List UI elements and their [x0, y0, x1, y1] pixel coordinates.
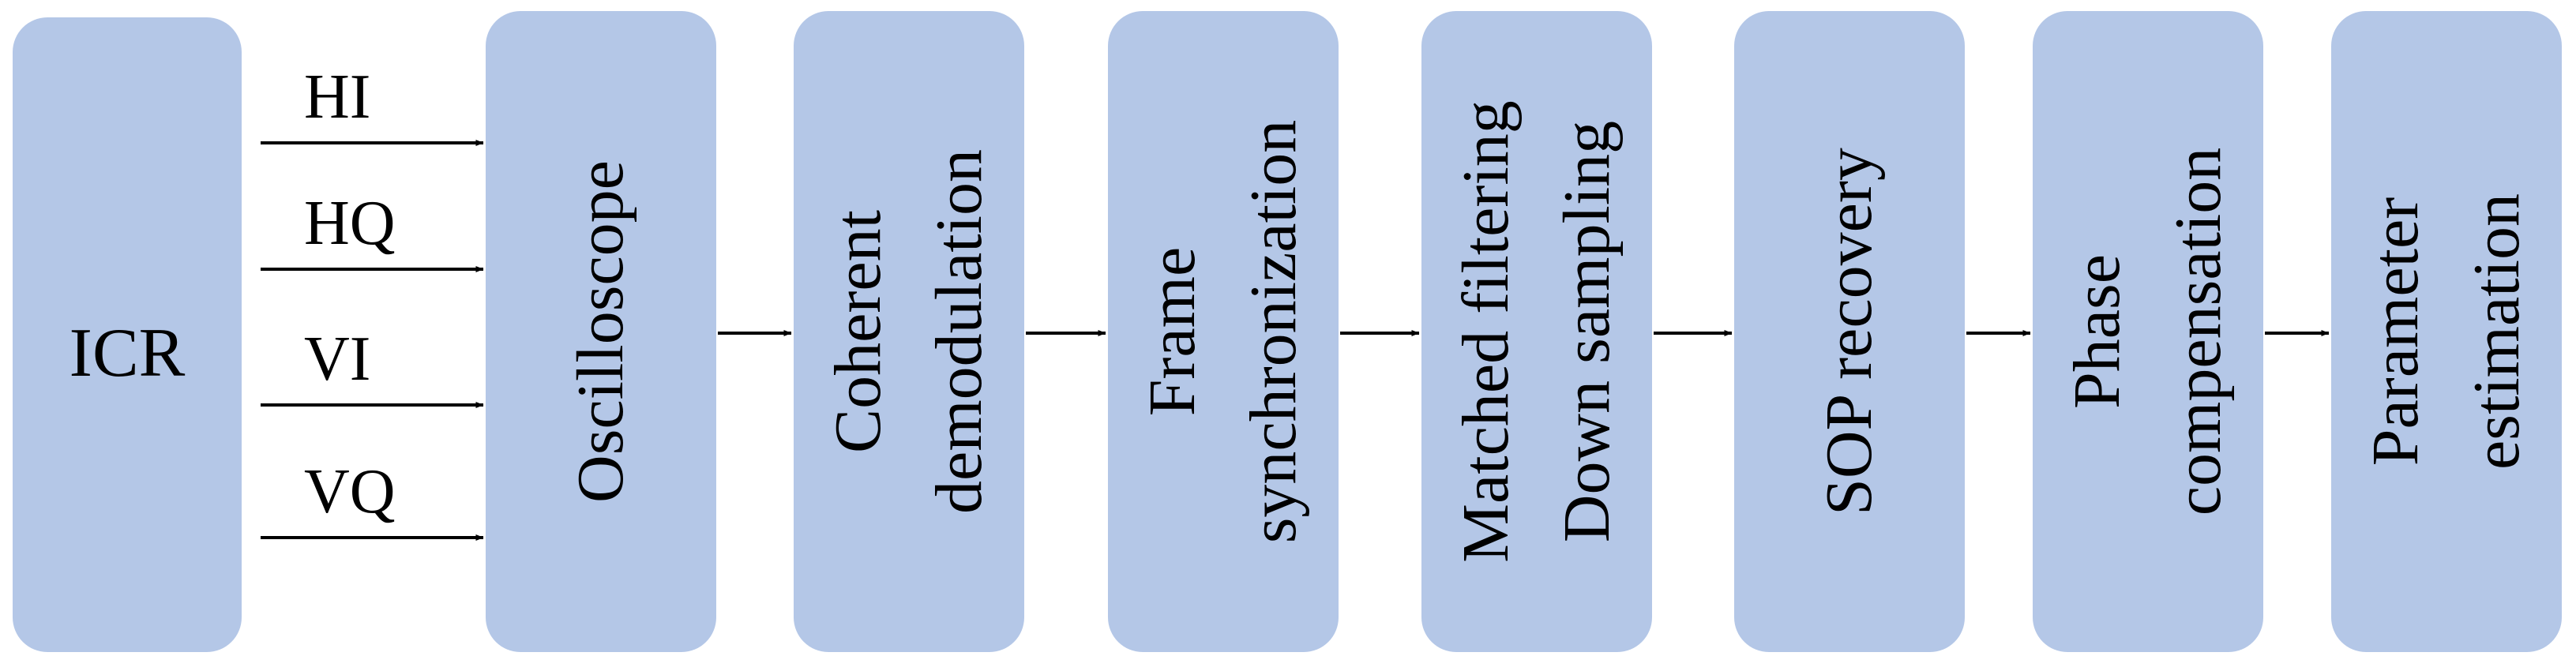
sop-recovery-label-line: SOP recovery [1812, 148, 1886, 515]
parameter-estimation-label-line: Parameter [2359, 197, 2432, 467]
frame-synchronization-label: Frame synchronization [1122, 120, 1324, 544]
matched-filtering-down-sampling-label: Matched filtering Down sampling [1436, 100, 1638, 562]
signal-label-hq: HQ [304, 189, 396, 258]
coherent-demodulation-label-line: demodulation [922, 149, 996, 514]
sop-recovery-block: SOP recovery [1734, 11, 1965, 652]
oscilloscope-label: Oscilloscope [550, 160, 652, 503]
icr-label: ICR [69, 315, 186, 392]
matched-filtering-down-sampling-label-line: Down sampling [1550, 120, 1624, 543]
signal-label-vq: VQ [304, 457, 396, 527]
icr-block: ICR [13, 17, 242, 652]
coherent-demodulation-block: Coherent demodulation [794, 11, 1024, 652]
coherent-demodulation-label: Coherent demodulation [808, 149, 1010, 514]
oscilloscope-block: Oscilloscope [486, 11, 716, 652]
frame-synchronization-block: Frame synchronization [1108, 11, 1339, 652]
frame-synchronization-label-line: Frame [1136, 246, 1209, 417]
matched-filtering-down-sampling-block: Matched filtering Down sampling [1421, 11, 1652, 652]
parameter-estimation-label-line: estimation [2460, 193, 2533, 470]
coherent-demodulation-label-line: Coherent [821, 210, 895, 453]
oscilloscope-label-line: Oscilloscope [564, 160, 637, 503]
parameter-estimation-label: Parameter estimation [2345, 193, 2548, 470]
matched-filtering-down-sampling-label-line: Matched filtering [1449, 100, 1523, 563]
sop-recovery-label: SOP recovery [1799, 148, 1900, 515]
signal-label-hi: HI [304, 62, 371, 132]
parameter-estimation-block: Parameter estimation [2331, 11, 2562, 652]
phase-compensation-block: Phase compensation [2033, 11, 2263, 652]
phase-compensation-label-line: compensation [2161, 147, 2235, 516]
signal-label-vi: VI [304, 324, 371, 394]
phase-compensation-label-line: Phase [2060, 254, 2134, 409]
phase-compensation-label: Phase compensation [2047, 148, 2249, 516]
frame-synchronization-label-line: synchronization [1237, 119, 1310, 544]
